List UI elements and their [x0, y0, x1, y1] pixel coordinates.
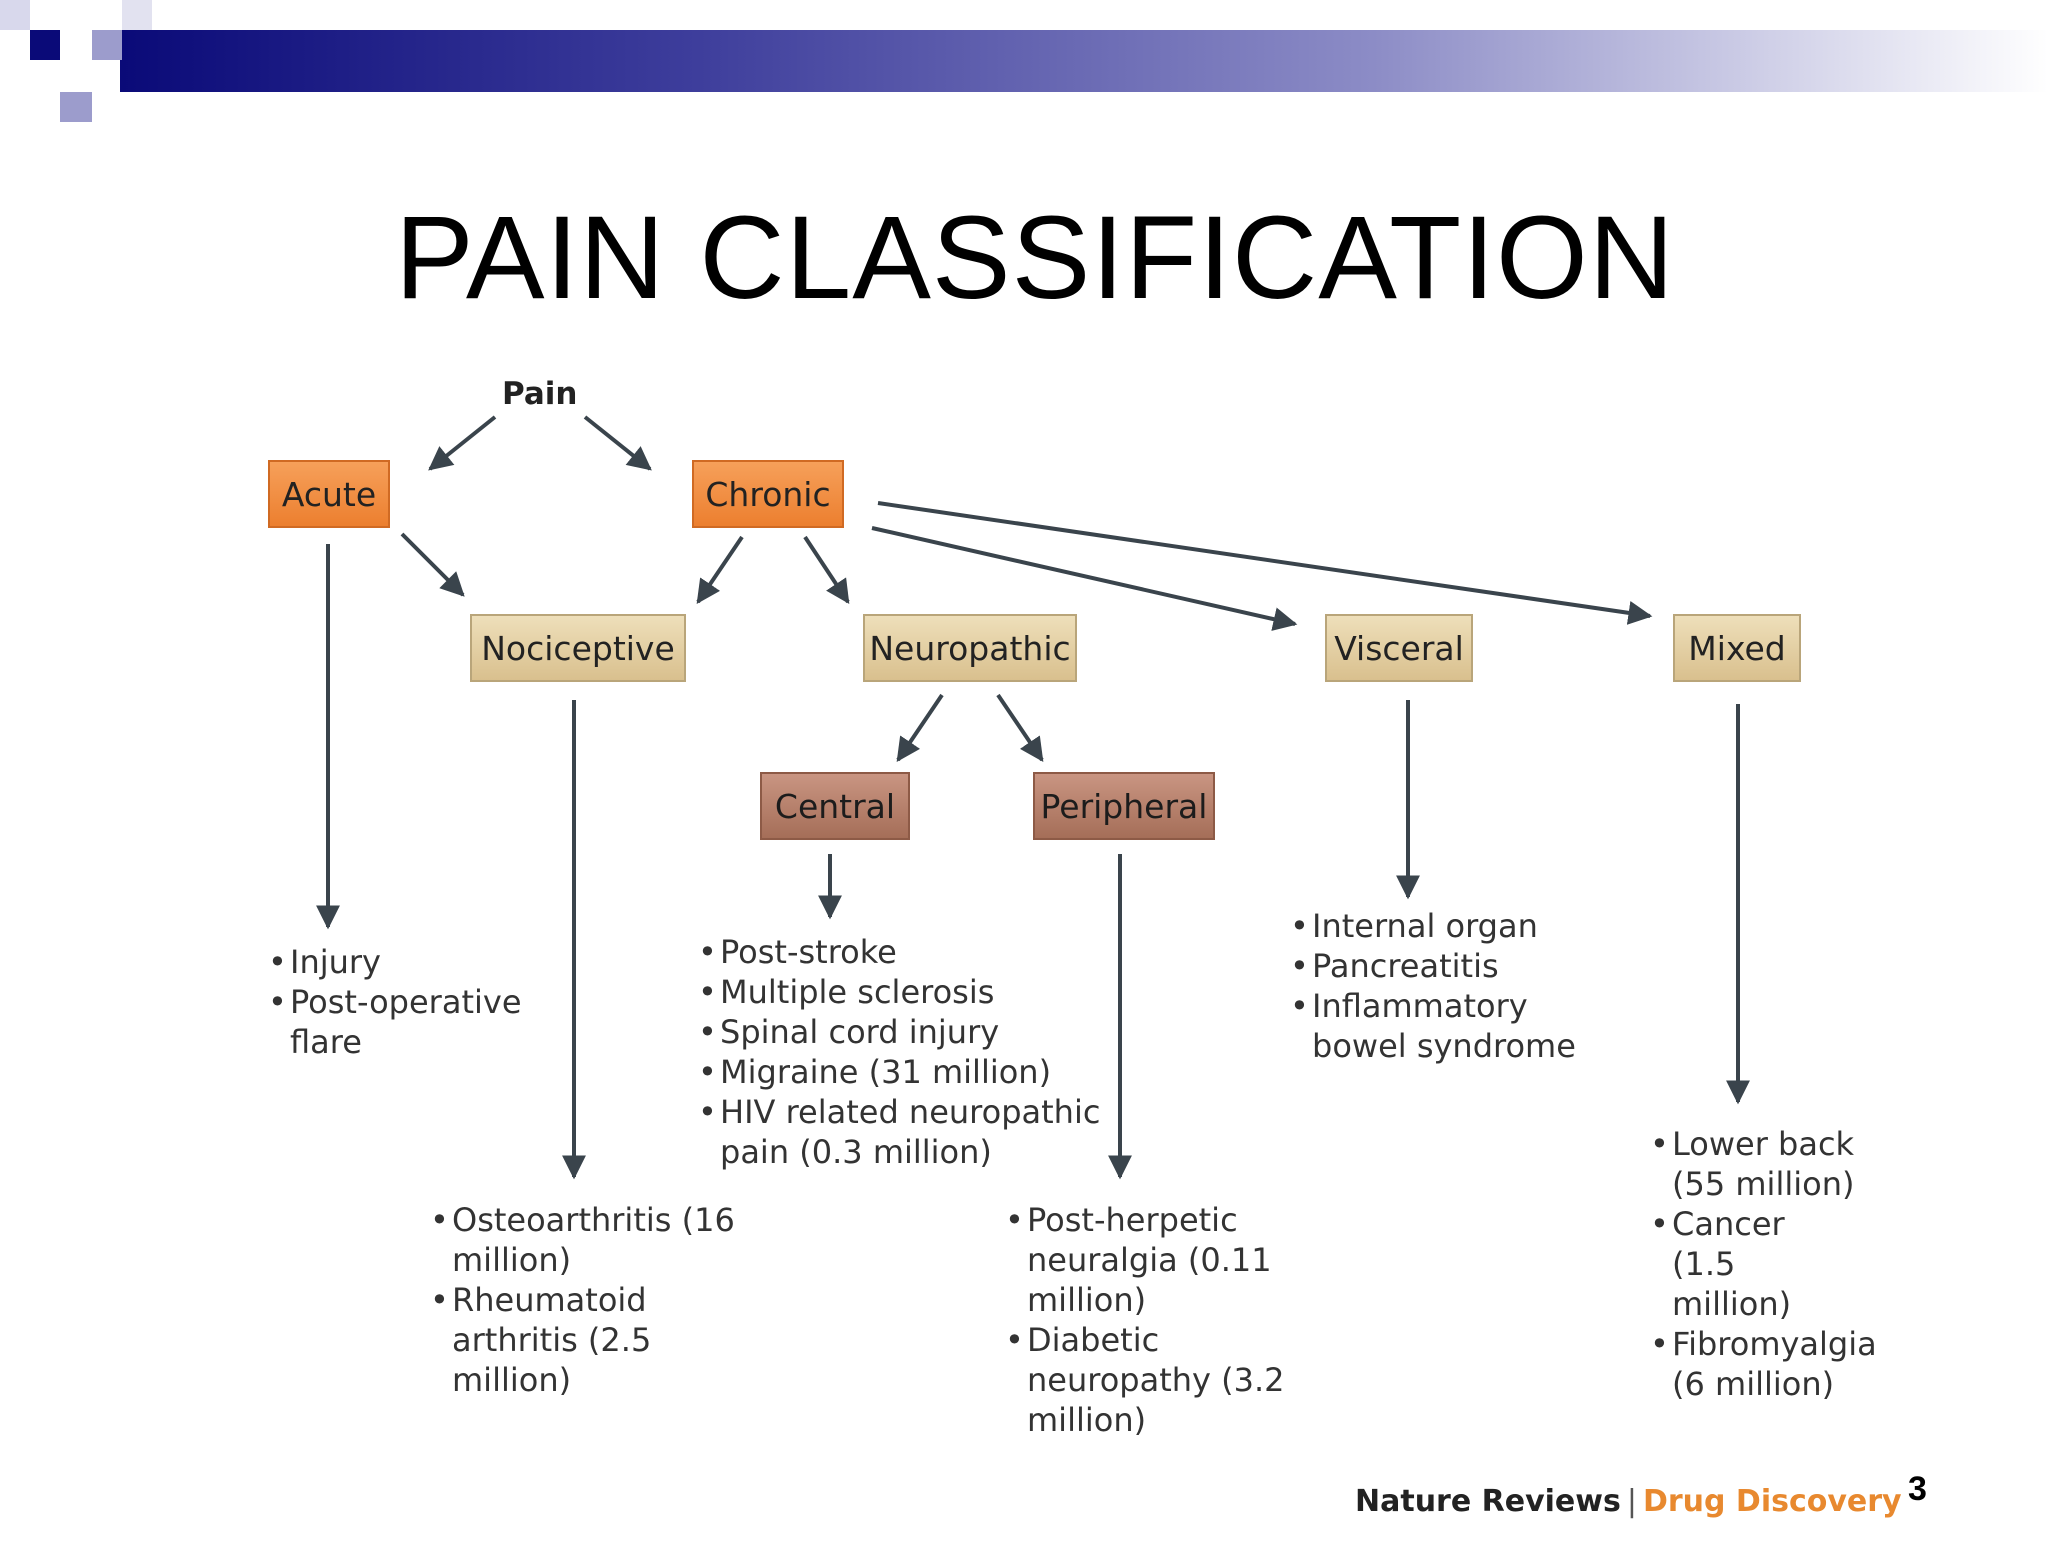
credit-journal: Drug Discovery — [1642, 1484, 1902, 1519]
arrow-pain-chronic — [583, 415, 652, 471]
list-item: Fibromyalgia (6 million) — [1650, 1324, 1877, 1404]
node-peripheral: Peripheral — [1033, 772, 1215, 840]
diagram-arrows — [316, 415, 1750, 1180]
node-central: Central — [760, 772, 910, 840]
node-neuropathic: Neuropathic — [863, 614, 1077, 682]
node-mixed: Mixed — [1673, 614, 1801, 682]
arrow-pain-acute — [428, 415, 497, 471]
slide-title: PAIN CLASSIFICATION — [394, 192, 1676, 324]
arrow-neuropathic-central — [896, 693, 944, 762]
credit-separator: | — [1626, 1484, 1637, 1519]
node-pain: Pain — [502, 376, 578, 412]
list-peripheral-examples: Post-herpetic neuralgia (0.11 million) D… — [1005, 1200, 1345, 1440]
header-square-light — [0, 0, 30, 30]
arrow-neuropathic-peripheral — [996, 693, 1044, 762]
pain-classification-diagram: Pain Acute Chronic Nociceptive Neuropath… — [130, 362, 1877, 1542]
credit-source: Nature Reviews — [1355, 1484, 1621, 1519]
node-visceral: Visceral — [1325, 614, 1473, 682]
list-item: Post-herpetic neuralgia (0.11 million) — [1005, 1200, 1345, 1320]
list-item: Diabetic neuropathy (3.2 million) — [1005, 1320, 1345, 1440]
list-central-examples: Post-stroke Multiple sclerosis Spinal co… — [698, 932, 1118, 1172]
node-acute: Acute — [268, 460, 390, 528]
header-square-pale — [122, 0, 152, 30]
header-square-lavender — [60, 92, 92, 122]
arrow-chronic-nociceptive — [696, 535, 744, 604]
arrow-chronic-neuropathic — [803, 535, 850, 605]
arrow-chronic-mixed — [877, 501, 1653, 625]
header-gradient-bar — [120, 30, 2048, 92]
list-item: Internal organ — [1290, 906, 1590, 946]
header-square-lavender — [92, 30, 122, 60]
list-item: Post-operative flare — [268, 982, 568, 1062]
list-item: Pancreatitis — [1290, 946, 1590, 986]
list-mixed-examples: Lower back (55 million) Cancer (1.5 mill… — [1650, 1124, 1877, 1404]
list-item: Migraine (31 million) — [698, 1052, 1118, 1092]
list-acute-examples: Injury Post-operative flare — [268, 942, 568, 1062]
list-item: Osteoarthritis (16 million) — [430, 1200, 760, 1280]
list-item: Injury — [268, 942, 568, 982]
figure-credit: Nature Reviews|Drug Discovery — [1355, 1484, 1902, 1519]
node-chronic: Chronic — [692, 460, 844, 528]
list-item: Multiple sclerosis — [698, 972, 1118, 1012]
list-item: Cancer (1.5 million) — [1650, 1204, 1855, 1324]
list-nociceptive-examples: Osteoarthritis (16 million) Rheumatoid a… — [430, 1200, 760, 1400]
list-item: Rheumatoid arthritis (2.5 million) — [430, 1280, 760, 1400]
list-item: HIV related neuropathic pain (0.3 millio… — [698, 1092, 1118, 1172]
list-visceral-examples: Internal organ Pancreatitis Inflammatory… — [1290, 906, 1590, 1066]
arrow-chronic-visceral — [871, 526, 1298, 631]
node-nociceptive: Nociceptive — [470, 614, 686, 682]
list-item: Post-stroke — [698, 932, 1118, 972]
slide-page-number: 3 — [1908, 1470, 1927, 1508]
list-item: Spinal cord injury — [698, 1012, 1118, 1052]
list-item: Inflammatory bowel syndrome — [1290, 986, 1590, 1066]
arrow-acute-nociceptive — [400, 532, 465, 597]
header-square-navy — [30, 30, 60, 60]
list-item: Lower back (55 million) — [1650, 1124, 1855, 1204]
